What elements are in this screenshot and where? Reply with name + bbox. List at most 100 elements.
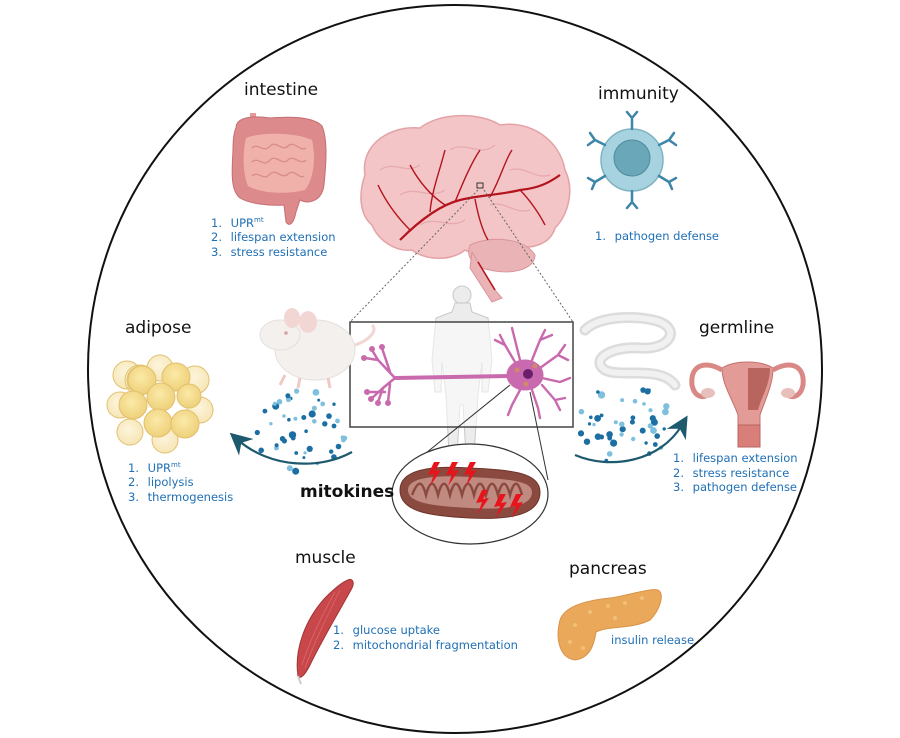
mitokine-dot xyxy=(607,435,613,441)
immunity-effects: 1. pathogen defense xyxy=(595,229,719,244)
mitokine-dot xyxy=(631,436,636,442)
mouse-illustration xyxy=(259,308,376,389)
mitokine-dot xyxy=(649,415,656,422)
intestine-illustration xyxy=(231,113,327,225)
bolt-icon xyxy=(476,490,489,514)
organ-label-adipose: adipose xyxy=(125,318,192,338)
outer-circle xyxy=(87,4,823,734)
mitokine-dot xyxy=(312,419,317,424)
effect-item: 3. thermogenesis xyxy=(128,489,234,504)
effect-item: 1. UPRmt xyxy=(128,460,181,475)
mitokine-dot xyxy=(301,415,307,420)
mitokine-dot xyxy=(596,390,600,394)
bolt-icon xyxy=(494,494,507,518)
muscle-effects: 1. glucose uptake 2. mitochondrial fragm… xyxy=(333,623,518,652)
mitokine-dots-left xyxy=(254,388,348,475)
mitokine-dot xyxy=(286,465,293,472)
mitokine-dot xyxy=(335,418,340,424)
mitokine-dot xyxy=(322,421,328,427)
mitokine-dot xyxy=(620,398,625,403)
zoom-line-right xyxy=(483,189,574,323)
bolt-icon xyxy=(464,462,477,486)
bolt-icon xyxy=(510,494,523,518)
mitokine-dot xyxy=(592,422,596,427)
mitokine-dot xyxy=(610,439,618,447)
mitokine-dot xyxy=(332,402,336,406)
arrow-to-adipose xyxy=(229,432,353,465)
mitokine-dot xyxy=(329,449,334,454)
mitokine-dot xyxy=(650,427,657,434)
effect-item: 3. stress resistance xyxy=(211,244,328,259)
mitokine-dot xyxy=(306,445,313,452)
brain-illustration xyxy=(360,114,571,303)
mitokine-dot xyxy=(258,447,265,454)
organ-label-muscle: muscle xyxy=(295,548,356,568)
mitokine-dot xyxy=(619,421,625,427)
mitokine-dot xyxy=(606,431,613,438)
mitokine-dot xyxy=(287,417,291,422)
mitokine-dot xyxy=(276,399,283,405)
mitokine-dot xyxy=(285,396,292,403)
mitokine-dot xyxy=(662,427,666,431)
effect-item: 2. stress resistance xyxy=(673,465,790,480)
intestine-effects: 1. UPRmt 2. lifespan extension 3. stress… xyxy=(211,213,336,259)
mitokine-dot xyxy=(630,415,636,421)
mitokine-dot xyxy=(654,433,660,439)
mitokine-dot xyxy=(282,414,286,418)
arrow-to-germline xyxy=(574,415,688,464)
effect-item: 1. lifespan extension xyxy=(673,451,798,465)
mitokine-dot xyxy=(597,391,606,399)
mitokine-dot xyxy=(619,432,624,437)
zoom-line-mito-right xyxy=(529,391,549,481)
mitokine-dot xyxy=(262,408,268,414)
mitokine-dot xyxy=(613,420,618,425)
mitokine-dot xyxy=(632,398,638,404)
organ-label-intestine: intestine xyxy=(244,80,319,100)
mitokine-dot xyxy=(648,408,653,413)
bolt-icon xyxy=(446,462,459,486)
zoom-line-left xyxy=(349,189,479,323)
mitokine-dot xyxy=(577,430,585,437)
effect-item: 1. glucose uptake xyxy=(333,623,440,637)
pancreas-illustration xyxy=(557,589,662,661)
mitokine-dot xyxy=(583,438,591,445)
mitokine-dot xyxy=(642,402,646,406)
mitokine-dot xyxy=(293,416,298,421)
effect-item: 2. lipolysis xyxy=(128,475,194,490)
mitokine-dot xyxy=(662,408,669,416)
mitokine-dot xyxy=(652,442,658,447)
effect-item: 2. lifespan extension xyxy=(211,230,336,245)
worm-illustration xyxy=(579,311,681,391)
mitokine-dot xyxy=(599,413,604,418)
mitokine-dot xyxy=(342,435,348,441)
mitokine-dot xyxy=(331,423,337,429)
mitokine-dot xyxy=(320,401,326,407)
mitokine-dot xyxy=(644,441,648,445)
mitokine-dot xyxy=(647,388,651,392)
germline-illustration xyxy=(689,361,806,448)
immune-cell-illustration xyxy=(586,110,678,210)
adipose-illustration xyxy=(106,354,214,454)
adipose-effects: 1. UPRmt 2. lipolysis 3. thermogenesis xyxy=(128,458,233,504)
mitokine-dot xyxy=(308,410,316,418)
effect-item: 1. UPRmt xyxy=(211,215,264,230)
mitokine-dot xyxy=(294,388,300,394)
mitokine-dot xyxy=(294,451,299,455)
mitokine-dot xyxy=(594,415,601,422)
mitokine-dot xyxy=(303,451,307,455)
mitokine-dot xyxy=(317,398,321,402)
organ-label-pancreas: pancreas xyxy=(569,559,647,579)
organ-label-germline: germline xyxy=(699,318,775,338)
germline-effects: 1. lifespan extension 2. stress resistan… xyxy=(673,451,798,495)
mitokine-dot xyxy=(640,387,646,393)
mitokine-dot xyxy=(335,443,342,450)
mitokine-dot xyxy=(279,436,286,442)
mitokine-dot xyxy=(647,423,653,429)
muscle-illustration xyxy=(296,579,354,685)
mitokine-dot xyxy=(272,401,277,406)
mitokine-dot xyxy=(290,435,296,441)
organ-label-immunity: immunity xyxy=(598,84,679,104)
mitokine-dot xyxy=(639,427,646,434)
mitokine-dot xyxy=(606,451,613,457)
